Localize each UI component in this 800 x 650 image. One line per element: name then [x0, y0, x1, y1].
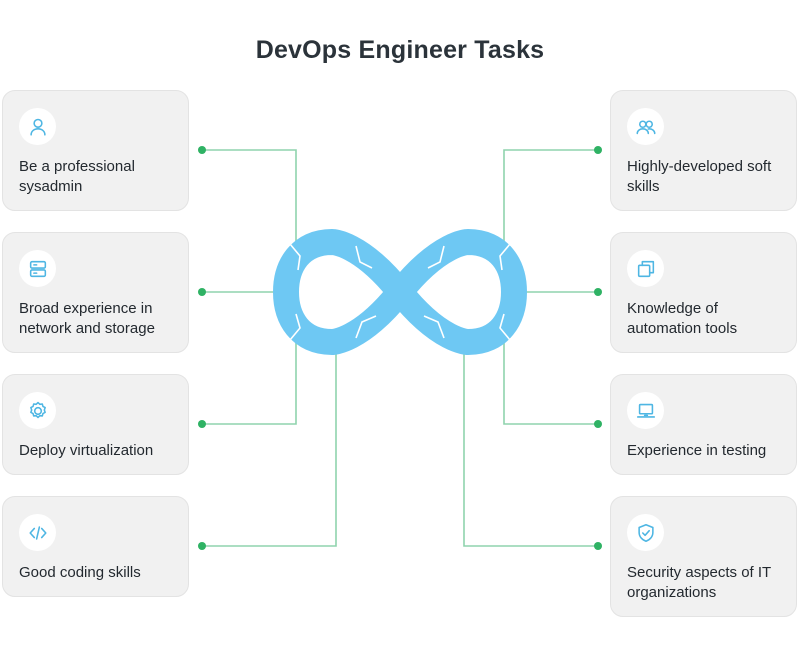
server-icon	[19, 250, 56, 287]
task-label: Good coding skills	[19, 564, 141, 581]
task-label: Be a professional sysadmin	[19, 158, 135, 195]
task-card-testing: Experience in testing	[610, 374, 797, 475]
task-label: Deploy virtualization	[19, 442, 154, 459]
infinity-symbol	[272, 228, 528, 356]
connector-right-4	[463, 348, 598, 547]
connector-right-1	[503, 149, 598, 244]
connector-left-3	[202, 340, 297, 425]
task-label: Knowledge of automation tools	[627, 300, 738, 337]
task-label: Security aspects of IT organizations	[627, 564, 771, 601]
connector-dot	[198, 146, 206, 154]
task-card-virtualization: Deploy virtualization	[2, 374, 189, 475]
users-icon	[627, 108, 664, 145]
connector-dot	[198, 542, 206, 550]
connector-dot	[198, 420, 206, 428]
connector-left-4	[202, 348, 337, 547]
connector-left-1	[202, 149, 297, 244]
infinity-segment-dividers	[289, 243, 511, 341]
connector-dot	[594, 146, 602, 154]
diagram-title: DevOps Engineer Tasks	[255, 36, 545, 64]
task-card-soft-skills: Highly-developed soft skills	[610, 90, 797, 211]
task-card-automation: Knowledge of automation tools	[610, 232, 797, 353]
shield-check-icon	[627, 514, 664, 551]
task-label: Experience in testing	[627, 442, 767, 459]
connector-dot	[594, 288, 602, 296]
user-icon	[19, 108, 56, 145]
connector-lines	[202, 149, 598, 547]
connector-dot	[594, 420, 602, 428]
task-label: Broad experience in network and storage	[19, 300, 155, 337]
laptop-icon	[627, 392, 664, 429]
task-card-network-storage: Broad experience in network and storage	[2, 232, 189, 353]
connector-dots	[198, 146, 602, 550]
copy-icon	[627, 250, 664, 287]
connector-dot	[594, 542, 602, 550]
task-card-coding: Good coding skills	[2, 496, 189, 597]
connector-dot	[198, 288, 206, 296]
connector-right-3	[503, 340, 598, 425]
task-card-sysadmin: Be a professional sysadmin	[2, 90, 189, 211]
gear-icon	[19, 392, 56, 429]
task-label: Highly-developed soft skills	[627, 158, 772, 195]
task-card-security: Security aspects of IT organizations	[610, 496, 797, 617]
code-icon	[19, 514, 56, 551]
